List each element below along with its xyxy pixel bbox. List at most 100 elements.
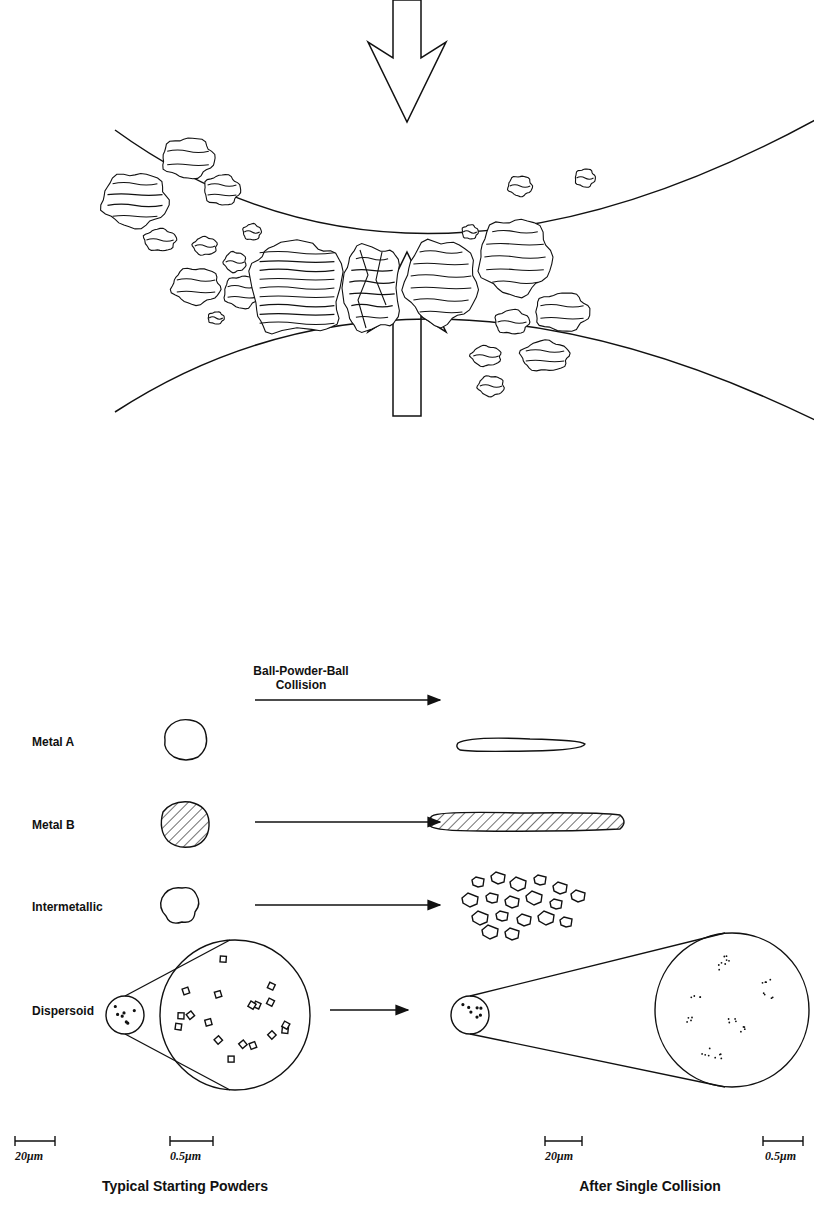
dot bbox=[701, 1053, 703, 1055]
lamella-line bbox=[413, 263, 468, 265]
dispersoid-crystal bbox=[205, 1019, 212, 1026]
magnified-view bbox=[160, 940, 310, 1090]
lamella-line bbox=[420, 311, 463, 313]
metal-b-flake bbox=[429, 812, 624, 831]
dot bbox=[480, 1007, 482, 1009]
lamella-line bbox=[260, 278, 335, 280]
magnify-line bbox=[470, 933, 725, 996]
dispersoid-crystal bbox=[268, 1031, 276, 1039]
dispersoid-particle bbox=[451, 996, 489, 1034]
dispersoid-crystal bbox=[282, 1021, 290, 1029]
lamella-line bbox=[113, 183, 158, 186]
lamella-line bbox=[540, 304, 583, 307]
lamella-line bbox=[413, 299, 468, 302]
lamella-line bbox=[356, 257, 388, 260]
dot bbox=[728, 960, 730, 962]
dot bbox=[690, 1020, 692, 1022]
dot bbox=[764, 994, 766, 996]
lamella-line bbox=[349, 281, 394, 284]
lamella-line bbox=[484, 256, 545, 259]
lamella-line bbox=[260, 322, 335, 325]
powder-particle bbox=[170, 268, 221, 305]
dot bbox=[735, 1020, 737, 1022]
lamella-line bbox=[492, 281, 538, 284]
lamella-line bbox=[463, 231, 477, 234]
lamella-line bbox=[208, 184, 237, 187]
dot bbox=[720, 1058, 722, 1060]
intermetallic-fragment bbox=[505, 896, 519, 908]
powder-particle bbox=[143, 228, 177, 251]
scale-label: 20μm bbox=[15, 1149, 43, 1163]
lamella-line bbox=[510, 185, 530, 188]
powder-particles bbox=[101, 138, 596, 397]
dot bbox=[133, 1010, 135, 1012]
dot bbox=[744, 1026, 746, 1028]
dispersoid-crystal bbox=[228, 1056, 234, 1062]
dispersoid-crystal bbox=[182, 987, 190, 995]
lamella-line bbox=[226, 261, 245, 264]
intermetallic-fragment bbox=[538, 911, 554, 925]
dispersoid-crystal bbox=[214, 1036, 222, 1044]
lamella-line bbox=[492, 230, 538, 233]
lamella-line bbox=[349, 293, 394, 295]
dispersoid-crystal bbox=[175, 1023, 182, 1030]
lamella-line bbox=[177, 279, 215, 282]
lamella-line bbox=[195, 245, 215, 248]
scale-label: 20μm bbox=[545, 1149, 573, 1163]
row-label: Metal A bbox=[32, 735, 74, 749]
dot bbox=[719, 1054, 721, 1056]
dot bbox=[718, 969, 720, 971]
lamella-line bbox=[260, 304, 335, 307]
powder-particle bbox=[208, 312, 224, 324]
dot bbox=[699, 996, 701, 998]
intermetallic-fragment bbox=[505, 928, 519, 940]
powder-particle bbox=[519, 340, 570, 371]
dot bbox=[690, 996, 692, 998]
magnify-line bbox=[125, 940, 230, 996]
powder-particle bbox=[462, 225, 478, 239]
intermetallic-fragment bbox=[462, 893, 478, 907]
powder-particle bbox=[163, 138, 215, 179]
metal-b-powder bbox=[161, 802, 209, 848]
powder-particle bbox=[249, 240, 343, 334]
dot bbox=[468, 1007, 470, 1009]
powder-particle bbox=[223, 251, 246, 272]
intermetallic-fragment bbox=[510, 877, 526, 891]
process-label: Ball-Powder-Ball Collision bbox=[246, 664, 356, 693]
intermetallic-fragment bbox=[560, 917, 572, 927]
dot bbox=[117, 1014, 119, 1016]
scale-label: 0.5μm bbox=[765, 1149, 796, 1163]
lamella-line bbox=[540, 318, 583, 320]
powder-particle bbox=[477, 376, 505, 397]
lamella-line bbox=[526, 360, 564, 362]
intermetallic-fragment bbox=[571, 890, 585, 902]
dot bbox=[121, 1015, 123, 1017]
powder-particle bbox=[342, 244, 399, 333]
lamella-line bbox=[411, 275, 472, 278]
dispersoid-crystal bbox=[249, 1042, 257, 1050]
lamella-line bbox=[498, 321, 527, 324]
dispersoid-particle bbox=[106, 996, 144, 1034]
process-arrow bbox=[255, 821, 440, 822]
powder-particle bbox=[495, 309, 530, 334]
dispersoid-crystal bbox=[178, 1013, 184, 1019]
intermetallic-fragment bbox=[496, 911, 508, 921]
dispersoid-crystal bbox=[186, 1011, 194, 1019]
dot bbox=[744, 1028, 746, 1030]
dispersoid-crystal bbox=[214, 991, 221, 998]
dot bbox=[772, 996, 774, 998]
dot bbox=[480, 1014, 482, 1016]
lamella-line bbox=[146, 239, 173, 242]
column-caption: After Single Collision bbox=[500, 1178, 800, 1195]
intermetallic-fragment bbox=[550, 899, 562, 909]
dot bbox=[714, 1057, 716, 1059]
lamella-line bbox=[260, 269, 335, 272]
crack-line bbox=[376, 252, 386, 305]
dispersoid-crystal bbox=[266, 998, 274, 1006]
lamella-line bbox=[351, 270, 392, 272]
dispersoid-crystal bbox=[267, 982, 275, 990]
dot bbox=[720, 1053, 722, 1055]
lamella-line bbox=[356, 317, 388, 319]
intermetallic-fragment bbox=[534, 875, 546, 885]
